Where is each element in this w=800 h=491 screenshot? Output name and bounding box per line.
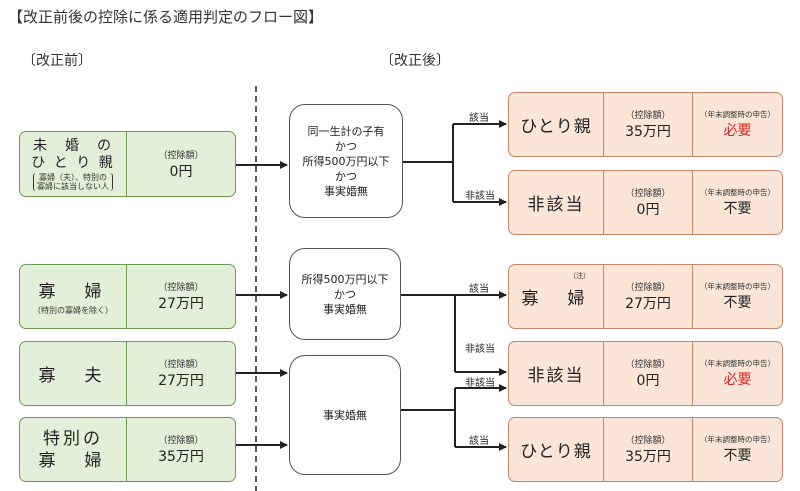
filing-value: 必要 xyxy=(723,123,752,139)
deduction-label: （控除額） xyxy=(158,436,204,446)
before-note: 寡婦（夫）、特別の 寡婦に該当しない人 xyxy=(33,172,113,191)
filing-value: 不要 xyxy=(723,201,752,217)
filing-label: （年末調整時の申告） xyxy=(700,188,775,197)
deduction-amount: 35万円 xyxy=(625,449,671,465)
before-box-special-widow: 特別の 寡 婦 （控除額） 35万円 xyxy=(19,417,236,482)
deduction-amount: 27万円 xyxy=(158,296,204,312)
deduction-label: （控除額） xyxy=(158,283,204,293)
deduction-amount: 35万円 xyxy=(625,124,671,140)
note-mark: （注） xyxy=(569,272,590,280)
before-box-widow: 寡 婦 （特別の寡婦を除く） （控除額） 27万円 xyxy=(19,264,236,329)
edge-label-yes: 該当 xyxy=(469,284,489,295)
edge-label-no: 非該当 xyxy=(465,344,495,355)
before-box-widower: 寡 夫 （控除額） 27万円 xyxy=(19,341,236,406)
deduction-label: （控除額） xyxy=(625,189,671,199)
edge-label-no: 非該当 xyxy=(465,191,495,202)
deduction-amount: 27万円 xyxy=(158,373,204,389)
before-name-line: 寡 夫 xyxy=(38,366,108,386)
condition-box-3: 事実婚無 xyxy=(289,355,401,475)
deduction-amount: 27万円 xyxy=(625,296,671,312)
page-title: 【改正前後の控除に係る適用判定のフロー図】 xyxy=(8,8,324,26)
edge-label-yes: 該当 xyxy=(469,113,489,124)
after-section-label: 〔改正後〕 xyxy=(380,53,450,69)
before-name-line: 未 婚 の xyxy=(33,137,113,154)
filing-label: （年末調整時の申告） xyxy=(700,359,775,368)
deduction-amount: 35万円 xyxy=(158,449,204,465)
after-box-2: 非該当 （控除額） 0円 （年末調整時の申告） 不要 xyxy=(508,170,783,235)
after-name: 寡 婦 xyxy=(521,289,591,309)
after-box-3: 寡 婦 （注） （控除額） 27万円 （年末調整時の申告） 不要 xyxy=(508,264,783,329)
deduction-label: （控除額） xyxy=(625,111,671,121)
after-box-4: 非該当 （控除額） 0円 （年末調整時の申告） 必要 xyxy=(508,341,783,406)
deduction-label: （控除額） xyxy=(158,150,204,161)
deduction-label: （控除額） xyxy=(625,436,671,446)
after-name: 非該当 xyxy=(527,366,585,386)
after-box-1: ひとり親 （控除額） 35万円 （年末調整時の申告） 必要 xyxy=(508,92,783,157)
deduction-amount: 0円 xyxy=(169,163,193,180)
filing-value: 不要 xyxy=(723,295,752,311)
before-section-label: 〔改正前〕 xyxy=(22,53,92,69)
filing-value: 必要 xyxy=(723,372,752,388)
deduction-amount: 0円 xyxy=(636,373,660,389)
after-name: 非該当 xyxy=(527,195,585,215)
before-name-line: 寡 婦 xyxy=(38,450,108,471)
condition-box-2: 所得500万円以下 かつ 事実婚無 xyxy=(289,248,401,340)
before-name-line: 寡 婦 xyxy=(38,282,108,302)
before-name-line: 特別の xyxy=(43,428,103,449)
after-name: ひとり親 xyxy=(520,442,592,462)
filing-label: （年末調整時の申告） xyxy=(700,110,775,119)
before-box-unmarried-single-parent: 未 婚 の ひ と り 親 寡婦（夫）、特別の 寡婦に該当しない人 （控除額） … xyxy=(19,131,236,197)
condition-box-1: 同一生計の子有 かつ 所得500万円以下 かつ 事実婚無 xyxy=(289,104,403,218)
edge-label-no: 非該当 xyxy=(465,378,495,389)
deduction-label: （控除額） xyxy=(158,360,204,370)
before-note: （特別の寡婦を除く） xyxy=(33,306,113,315)
filing-label: （年末調整時の申告） xyxy=(700,435,775,444)
filing-label: （年末調整時の申告） xyxy=(700,282,775,291)
deduction-label: （控除額） xyxy=(625,283,671,293)
after-box-5: ひとり親 （控除額） 35万円 （年末調整時の申告） 不要 xyxy=(508,417,783,482)
edge-label-yes: 該当 xyxy=(469,436,489,447)
filing-value: 不要 xyxy=(723,448,752,464)
before-name-line: ひ と り 親 xyxy=(31,154,115,171)
after-name: ひとり親 xyxy=(520,117,592,137)
deduction-label: （控除額） xyxy=(625,360,671,370)
deduction-amount: 0円 xyxy=(636,202,660,218)
